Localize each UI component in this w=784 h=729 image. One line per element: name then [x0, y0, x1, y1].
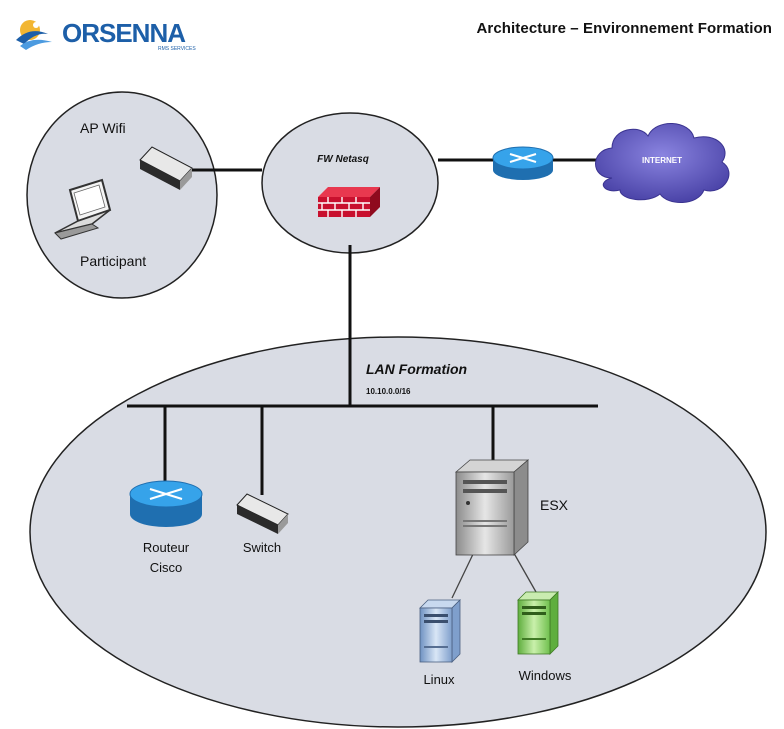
lan-subnet-label: 10.10.0.0/16 [366, 387, 411, 396]
connections [127, 158, 600, 495]
router-label-line1: Routeur [143, 540, 190, 555]
windows-label: Windows [519, 668, 572, 683]
laptop-icon[interactable] [54, 178, 112, 240]
windows-server-icon[interactable] [517, 591, 559, 655]
edge-router-icon[interactable] [492, 146, 554, 180]
page-title: Architecture – Environnement Formation [476, 20, 772, 37]
wifi-zone [26, 91, 218, 299]
link-esx-linux [451, 549, 476, 599]
firewall-icon[interactable] [318, 187, 380, 217]
cisco-router-icon[interactable] [129, 480, 203, 527]
link-esx-windows [510, 547, 537, 593]
switch-icon[interactable] [236, 493, 289, 534]
ap-wifi-label: AP Wifi [80, 120, 126, 136]
internet-label: INTERNET [642, 156, 682, 165]
linux-label: Linux [423, 672, 455, 687]
ap-wifi-icon[interactable] [139, 146, 193, 190]
participant-label: Participant [80, 253, 146, 269]
router-label-line2: Cisco [150, 560, 183, 575]
logo-text: ORSENNA [62, 18, 186, 48]
logo-subtitle: RMS SERVICES [158, 46, 196, 52]
esx-server-icon[interactable] [454, 459, 530, 556]
switch-label: Switch [243, 540, 281, 555]
linux-server-icon[interactable] [419, 599, 461, 663]
lan-zone [29, 336, 767, 728]
lan-title-label: LAN Formation [366, 361, 467, 377]
internet-cloud-icon[interactable] [595, 123, 730, 203]
firewall-label: FW Netasq [317, 154, 369, 165]
esx-label: ESX [540, 497, 569, 513]
vm-links [451, 547, 537, 599]
orsenna-logo: ORSENNA RMS SERVICES [12, 12, 222, 56]
logo-emblem-icon [16, 20, 52, 50]
firewall-zone [261, 112, 439, 254]
